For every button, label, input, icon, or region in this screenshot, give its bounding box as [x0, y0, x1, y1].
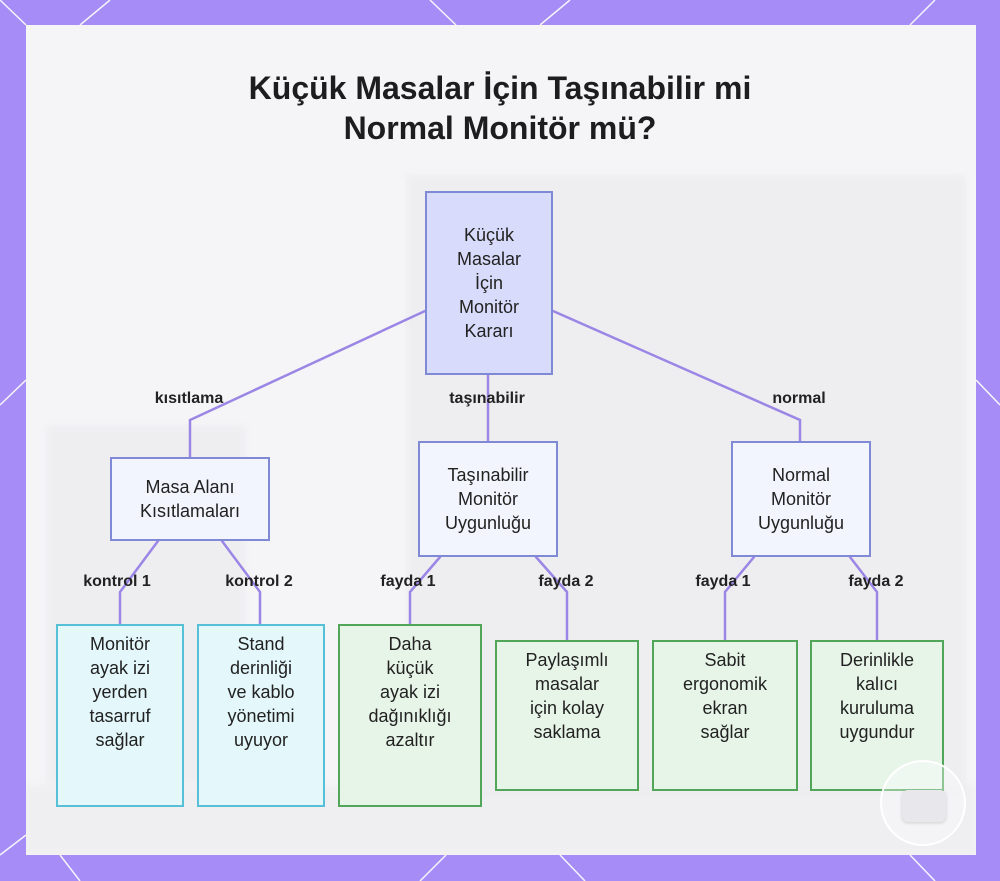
- leaf-line: sağlar: [95, 730, 145, 750]
- blurred-backdrop-bottom: [26, 785, 976, 855]
- leaf-line: Daha: [388, 634, 432, 654]
- leaf-daha-kucuk-ayak-izi: Daha küçük ayak izi dağınıklığı azaltır: [338, 624, 482, 807]
- edge-label-kontrol-2: kontrol 2: [225, 573, 293, 590]
- leaf-line: sağlar: [700, 722, 750, 742]
- node-normal-monitor-uygunlugu: Normal Monitör Uygunluğu: [731, 441, 871, 557]
- root-node: Küçük Masalar İçin Monitör Kararı: [425, 191, 553, 375]
- root-line: İçin: [474, 273, 503, 293]
- edge-label-tasinabilir-fayda-1: fayda 1: [380, 573, 436, 590]
- leaf-line: tasarruf: [89, 706, 151, 726]
- leaf-derinlikle-kalici-kurulum: Derinlikle kalıcı kuruluma uygundur: [810, 640, 944, 791]
- node-line: Normal: [771, 465, 830, 485]
- title-line-1: Küçük Masalar İçin Taşınabilir mi: [248, 70, 752, 106]
- edge-label-normal: normal: [772, 390, 826, 407]
- root-line: Kararı: [464, 321, 514, 341]
- leaf-line: Derinlikle: [839, 650, 915, 670]
- node-line: Monitör: [770, 489, 832, 509]
- node-line: Uygunluğu: [757, 513, 845, 533]
- leaf-line: yerden: [92, 682, 148, 702]
- edge-tasinabilir-to-fayda2: [534, 555, 569, 642]
- leaf-line: yönetimi: [227, 706, 295, 726]
- leaf-line: masalar: [534, 674, 600, 694]
- root-line: Küçük: [463, 225, 515, 245]
- edge-root-to-normal: [551, 309, 802, 443]
- leaf-line: kalıcı: [855, 674, 898, 694]
- leaf-line: küçük: [386, 658, 434, 678]
- node-line: Uygunluğu: [444, 513, 532, 533]
- edge-label-tasinabilir: taşınabilir: [449, 390, 525, 407]
- leaf-line: saklama: [533, 722, 601, 742]
- diagram-title: Küçük Masalar İçin Taşınabilir mi Normal…: [0, 68, 1000, 148]
- leaf-line: Paylaşımlı: [525, 650, 609, 670]
- edge-label-tasinabilir-fayda-2: fayda 2: [538, 573, 594, 590]
- node-masa-alani-kisitlamalari: Masa Alanı Kısıtlamaları: [110, 457, 270, 541]
- edge-label-kontrol-1: kontrol 1: [83, 573, 151, 590]
- edge-kisitlama-to-kontrol2: [220, 539, 262, 626]
- edge-label-normal-fayda-2: fayda 2: [848, 573, 904, 590]
- edge-label-normal-fayda-1: fayda 1: [695, 573, 751, 590]
- leaf-line: ekran: [702, 698, 748, 718]
- corner-badge-card-icon: [902, 790, 946, 822]
- leaf-paylasimli-masalar: Paylaşımlı masalar için kolay saklama: [495, 640, 639, 791]
- leaf-sabit-ergonomik-ekran: Sabit ergonomik ekran sağlar: [652, 640, 798, 791]
- leaf-line: dağınıklığı: [368, 706, 452, 726]
- node-tasinabilir-monitor-uygunlugu: Taşınabilir Monitör Uygunluğu: [418, 441, 558, 557]
- leaf-line: uygundur: [839, 722, 915, 742]
- leaf-monitor-ayak-izi: Monitör ayak izi yerden tasarruf sağlar: [56, 624, 184, 807]
- leaf-stand-derinligi: Stand derinliği ve kablo yönetimi uyuyor: [197, 624, 325, 807]
- title-line-2: Normal Monitör mü?: [343, 110, 657, 146]
- edge-kisitlama-to-kontrol1: [118, 539, 160, 626]
- leaf-line: derinliği: [229, 658, 293, 678]
- leaf-line: Monitör: [89, 634, 151, 654]
- edge-root-to-kisitlama: [188, 309, 427, 459]
- edge-tasinabilir-to-fayda1: [408, 555, 442, 626]
- leaf-line: Sabit: [704, 650, 746, 670]
- leaf-line: uyuyor: [233, 730, 289, 750]
- leaf-line: kuruluma: [839, 698, 915, 718]
- leaf-line: ve kablo: [227, 682, 295, 702]
- node-line: Masa Alanı: [145, 477, 235, 497]
- node-line: Taşınabilir: [447, 465, 529, 485]
- leaf-line: Stand: [237, 634, 285, 654]
- edge-normal-to-fayda2: [848, 555, 879, 642]
- node-line: Kısıtlamaları: [139, 501, 241, 521]
- node-line: Monitör: [457, 489, 519, 509]
- leaf-line: ayak izi: [89, 658, 151, 678]
- leaf-line: için kolay: [529, 698, 605, 718]
- root-line: Masalar: [456, 249, 522, 269]
- edge-label-kisitlama: kısıtlama: [154, 390, 224, 407]
- root-line: Monitör: [458, 297, 520, 317]
- edge-normal-to-fayda1: [723, 555, 756, 642]
- leaf-line: ergonomik: [682, 674, 768, 694]
- leaf-line: azaltır: [385, 730, 435, 750]
- leaf-line: ayak izi: [379, 682, 441, 702]
